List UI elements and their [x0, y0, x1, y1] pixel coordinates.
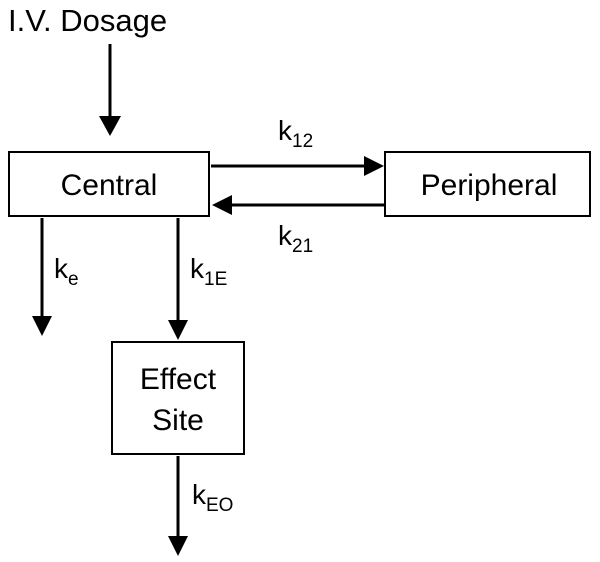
- arrow-effect-site-elimination: [168, 456, 188, 556]
- k1e-label: k1E: [190, 253, 227, 290]
- k21-label: k21: [278, 220, 313, 257]
- keo-label: kEO: [192, 479, 233, 516]
- peripheral-compartment: Peripheral: [384, 151, 591, 217]
- effect-site-compartment: Effect Site: [111, 341, 245, 455]
- arrow-central-elimination: [32, 218, 52, 336]
- arrow-central-to-effect-site: [168, 218, 188, 340]
- arrow-iv-to-central: [99, 44, 121, 136]
- central-compartment: Central: [8, 151, 210, 217]
- effect-site-label-line2: Site: [152, 404, 204, 437]
- central-label: Central: [61, 169, 158, 202]
- arrow-peripheral-to-central: [212, 195, 384, 215]
- ke-label: ke: [54, 253, 79, 290]
- peripheral-label: Peripheral: [421, 169, 558, 202]
- arrow-central-to-peripheral: [211, 156, 384, 176]
- k12-label: k12: [278, 115, 313, 152]
- effect-site-label-line1: Effect: [140, 363, 217, 396]
- iv-dosage-label: I.V. Dosage: [8, 3, 167, 38]
